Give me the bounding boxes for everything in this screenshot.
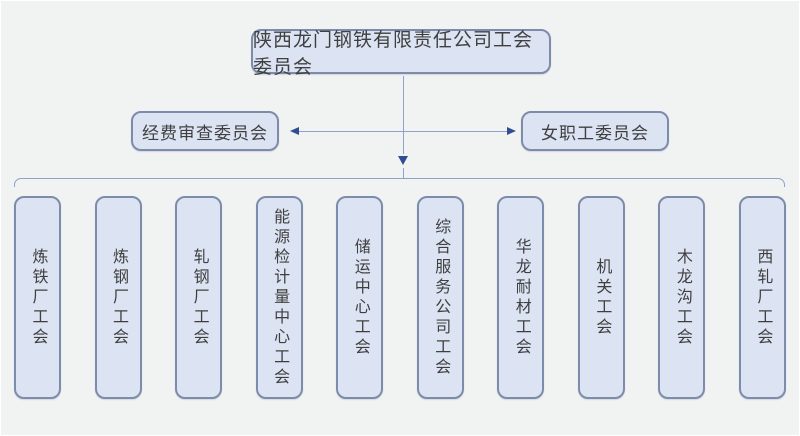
unit-node: 炼钢厂工会: [94, 196, 142, 399]
arrowhead-right-icon: [507, 127, 516, 135]
unit-label: 机关工会: [593, 257, 611, 338]
unit-label: 能源检计量中心工会: [271, 207, 289, 388]
unit-label: 炼钢厂工会: [110, 247, 128, 348]
unit-label: 储运中心工会: [351, 237, 369, 358]
unit-label: 木龙沟工会: [673, 247, 691, 348]
arrowhead-down-icon: [398, 156, 408, 165]
committee-node-funds-review: 经费审查委员会: [131, 111, 279, 151]
unit-label: 西轧厂工会: [754, 247, 772, 348]
committee-label: 经费审查委员会: [142, 123, 268, 143]
connector-vertical-stub: [403, 168, 404, 178]
unit-label: 华龙耐材工会: [512, 237, 530, 358]
unit-node: 轧钢厂工会: [175, 196, 223, 399]
connector-horizontal-line: [297, 131, 509, 132]
unit-node: 储运中心工会: [336, 196, 384, 399]
committee-label: 女职工委员会: [541, 123, 649, 143]
root-node-label: 陕西龙门钢铁有限责任公司工会委员会: [253, 29, 534, 78]
unit-node: 机关工会: [577, 196, 625, 399]
unit-label: 炼铁厂工会: [29, 247, 47, 348]
committee-node-female-workers: 女职工委员会: [521, 111, 669, 151]
root-node: 陕西龙门钢铁有限责任公司工会委员会: [251, 29, 551, 78]
unit-node: 综合服务公司工会: [416, 196, 464, 399]
arrowhead-left-icon: [290, 127, 299, 135]
unit-node: 炼铁厂工会: [14, 196, 61, 399]
unit-node: 西轧厂工会: [738, 196, 786, 399]
unit-label: 轧钢厂工会: [190, 247, 208, 348]
connector-vertical-line: [403, 76, 404, 154]
unit-label: 综合服务公司工会: [432, 217, 450, 378]
unit-node: 木龙沟工会: [658, 196, 706, 399]
units-row: 炼铁厂工会 炼钢厂工会 轧钢厂工会 能源检计量中心工会 储运中心工会 综合服务公…: [14, 196, 786, 399]
unit-node: 华龙耐材工会: [497, 196, 545, 399]
connector-bracket: [14, 178, 785, 187]
unit-node: 能源检计量中心工会: [255, 196, 303, 399]
